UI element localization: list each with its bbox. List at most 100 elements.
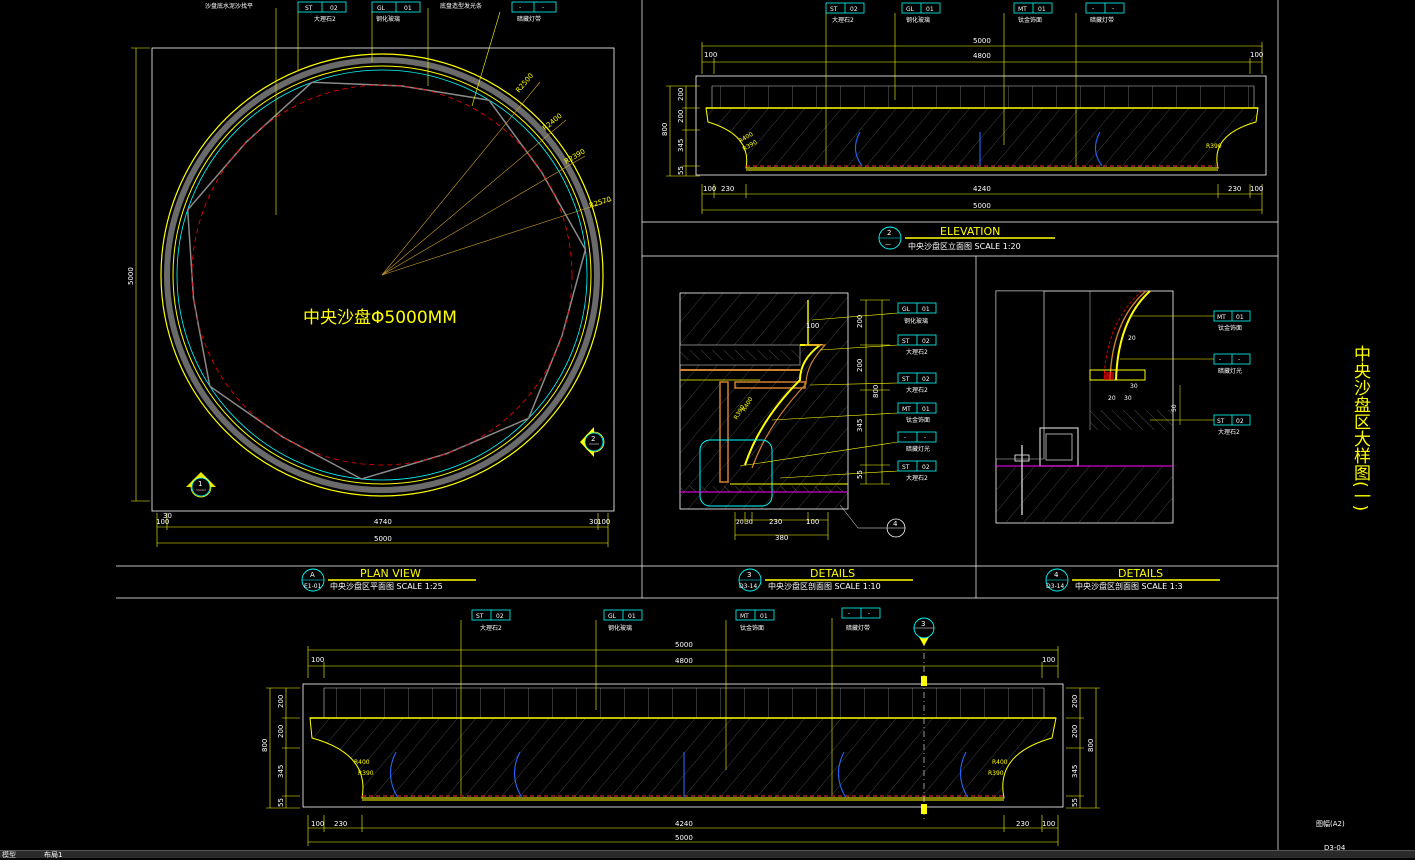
layout-tab-bar: 模型 布局1 [0, 850, 1415, 859]
dim-text: 4740 [374, 518, 392, 526]
svg-text:800: 800 [872, 385, 880, 398]
svg-text:-: - [1219, 356, 1221, 363]
svg-text:-: - [1238, 356, 1240, 363]
svg-text:-: - [1092, 5, 1094, 12]
section-marker[interactable]: 2 [580, 427, 605, 457]
svg-text:230: 230 [1016, 820, 1029, 828]
tag-code: ST [830, 6, 838, 13]
plan-inner-ring [172, 65, 592, 485]
plan-tags: 沙盘底水泥沙找平 ST 02 大理石2 GL 01 钢化玻璃 底盘造型发光条 -… [205, 1, 557, 215]
svg-text:200: 200 [856, 315, 864, 328]
title-block: 中央沙盘区大样图(一) 图幅(A2) D3-04 [1316, 345, 1371, 852]
svg-text:01: 01 [922, 306, 930, 313]
dim-text: 100 [704, 51, 717, 59]
svg-text:200: 200 [856, 359, 864, 372]
svg-text:30: 30 [1124, 395, 1132, 402]
svg-text:-: - [519, 4, 521, 11]
svg-text:55: 55 [277, 798, 285, 807]
svg-text:R400: R400 [354, 759, 370, 766]
plan-radius-label: R2500 [514, 72, 535, 95]
svg-text:-: - [542, 4, 544, 11]
svg-text:—: — [885, 241, 891, 248]
svg-text:100: 100 [311, 656, 324, 664]
elevation-view: ST 02 大理石2 GL 01 钢化玻璃 MT 01 钛金饰面 - - 暗藏灯… [661, 2, 1267, 251]
svg-text:02: 02 [922, 464, 930, 471]
svg-text:55: 55 [677, 166, 685, 175]
tab-model[interactable]: 模型 [2, 851, 16, 859]
svg-text:1: 1 [198, 480, 202, 488]
svg-text:50: 50 [1171, 404, 1178, 412]
tag-code: GL [377, 5, 386, 12]
svg-text:暗藏灯光: 暗藏灯光 [1218, 367, 1242, 375]
tag-code: ST [305, 5, 313, 12]
svg-text:D3-14: D3-14 [739, 583, 757, 590]
dim-text: 5000 [973, 37, 991, 45]
svg-text:D3-14: D3-14 [1046, 583, 1064, 590]
svg-text:800: 800 [261, 739, 269, 752]
dim-text: 100 [703, 185, 716, 193]
svg-text:30: 30 [745, 519, 753, 526]
svg-text:钢化玻璃: 钢化玻璃 [608, 624, 632, 632]
svg-text:200: 200 [677, 88, 685, 101]
svg-text:4240: 4240 [675, 820, 693, 828]
svg-text:大理石2: 大理石2 [1218, 428, 1240, 436]
dim-text: 5000 [973, 202, 991, 210]
svg-text:2: 2 [591, 435, 595, 443]
tag-no: 01 [926, 6, 934, 13]
svg-text:200: 200 [277, 695, 285, 708]
svg-text:MT: MT [902, 406, 911, 413]
svg-text:大理石2: 大理石2 [906, 348, 928, 356]
sheet-frame [116, 0, 1279, 857]
dim-text: 30 [589, 518, 598, 526]
plan-outline [151, 47, 615, 512]
svg-text:100: 100 [806, 518, 819, 526]
section-marker[interactable]: 3 [913, 617, 935, 646]
svg-text:800: 800 [1087, 739, 1095, 752]
section-marker[interactable]: 1 [186, 472, 216, 498]
dim-text: 4240 [973, 185, 991, 193]
svg-text:345: 345 [856, 419, 864, 432]
svg-text:GL: GL [902, 306, 911, 313]
svg-text:55: 55 [1071, 798, 1079, 807]
dim-text: 100 [1250, 185, 1263, 193]
svg-text:02: 02 [922, 338, 930, 345]
view-title: ELEVATION [940, 225, 1000, 238]
svg-text:200: 200 [1071, 725, 1079, 738]
sheet-number: D3-04 [1324, 844, 1346, 852]
paper-size: 图幅(A2) [1316, 819, 1345, 828]
svg-text:ST: ST [902, 338, 910, 345]
svg-text:ST: ST [1217, 418, 1225, 425]
svg-text:01: 01 [922, 406, 930, 413]
svg-text:大理石2: 大理石2 [906, 474, 928, 482]
dim-text: 4800 [973, 52, 991, 60]
dim-text: 5000 [127, 267, 135, 285]
plan-radius-lines [381, 81, 613, 276]
svg-text:02: 02 [1236, 418, 1244, 425]
tab-layout[interactable]: 布局1 [44, 851, 63, 859]
view-subtitle: 中央沙盘区剖面图 SCALE 1:10 [768, 581, 881, 591]
detail-callout-bubble[interactable]: 4 [839, 504, 906, 538]
svg-text:ST: ST [476, 613, 484, 620]
svg-text:55: 55 [856, 470, 864, 479]
svg-text:30: 30 [1130, 383, 1138, 390]
svg-text:R390: R390 [988, 770, 1004, 777]
dim-text: 5000 [374, 535, 392, 543]
plan-tag-text: 沙盘底水泥沙找平 [205, 2, 253, 10]
svg-text:ST: ST [902, 376, 910, 383]
elevation-view-title: 2 — ELEVATION 中央沙盘区立面图 SCALE 1:20 [878, 225, 1055, 251]
sheet-title-vertical: 中央沙盘区大样图(一) [1350, 345, 1371, 511]
plan-radius-label: R2400 [541, 112, 564, 133]
svg-text:钛金饰面: 钛金饰面 [906, 416, 930, 424]
svg-text:01: 01 [760, 613, 768, 620]
svg-text:345: 345 [1071, 765, 1079, 778]
dim-text: 100 [1250, 51, 1263, 59]
svg-text:R390: R390 [358, 770, 374, 777]
svg-text:暗藏灯带: 暗藏灯带 [846, 624, 870, 632]
svg-text:345: 345 [277, 765, 285, 778]
dim-text: 4800 [675, 657, 693, 665]
tag-desc: 大理石2 [314, 15, 336, 23]
plan-outer-ring [160, 53, 604, 497]
view-subtitle: 中央沙盘区剖面图 SCALE 1:3 [1075, 581, 1183, 591]
detail-3-view-title: 3 D3-14 DETAILS 中央沙盘区剖面图 SCALE 1:10 [738, 567, 913, 592]
